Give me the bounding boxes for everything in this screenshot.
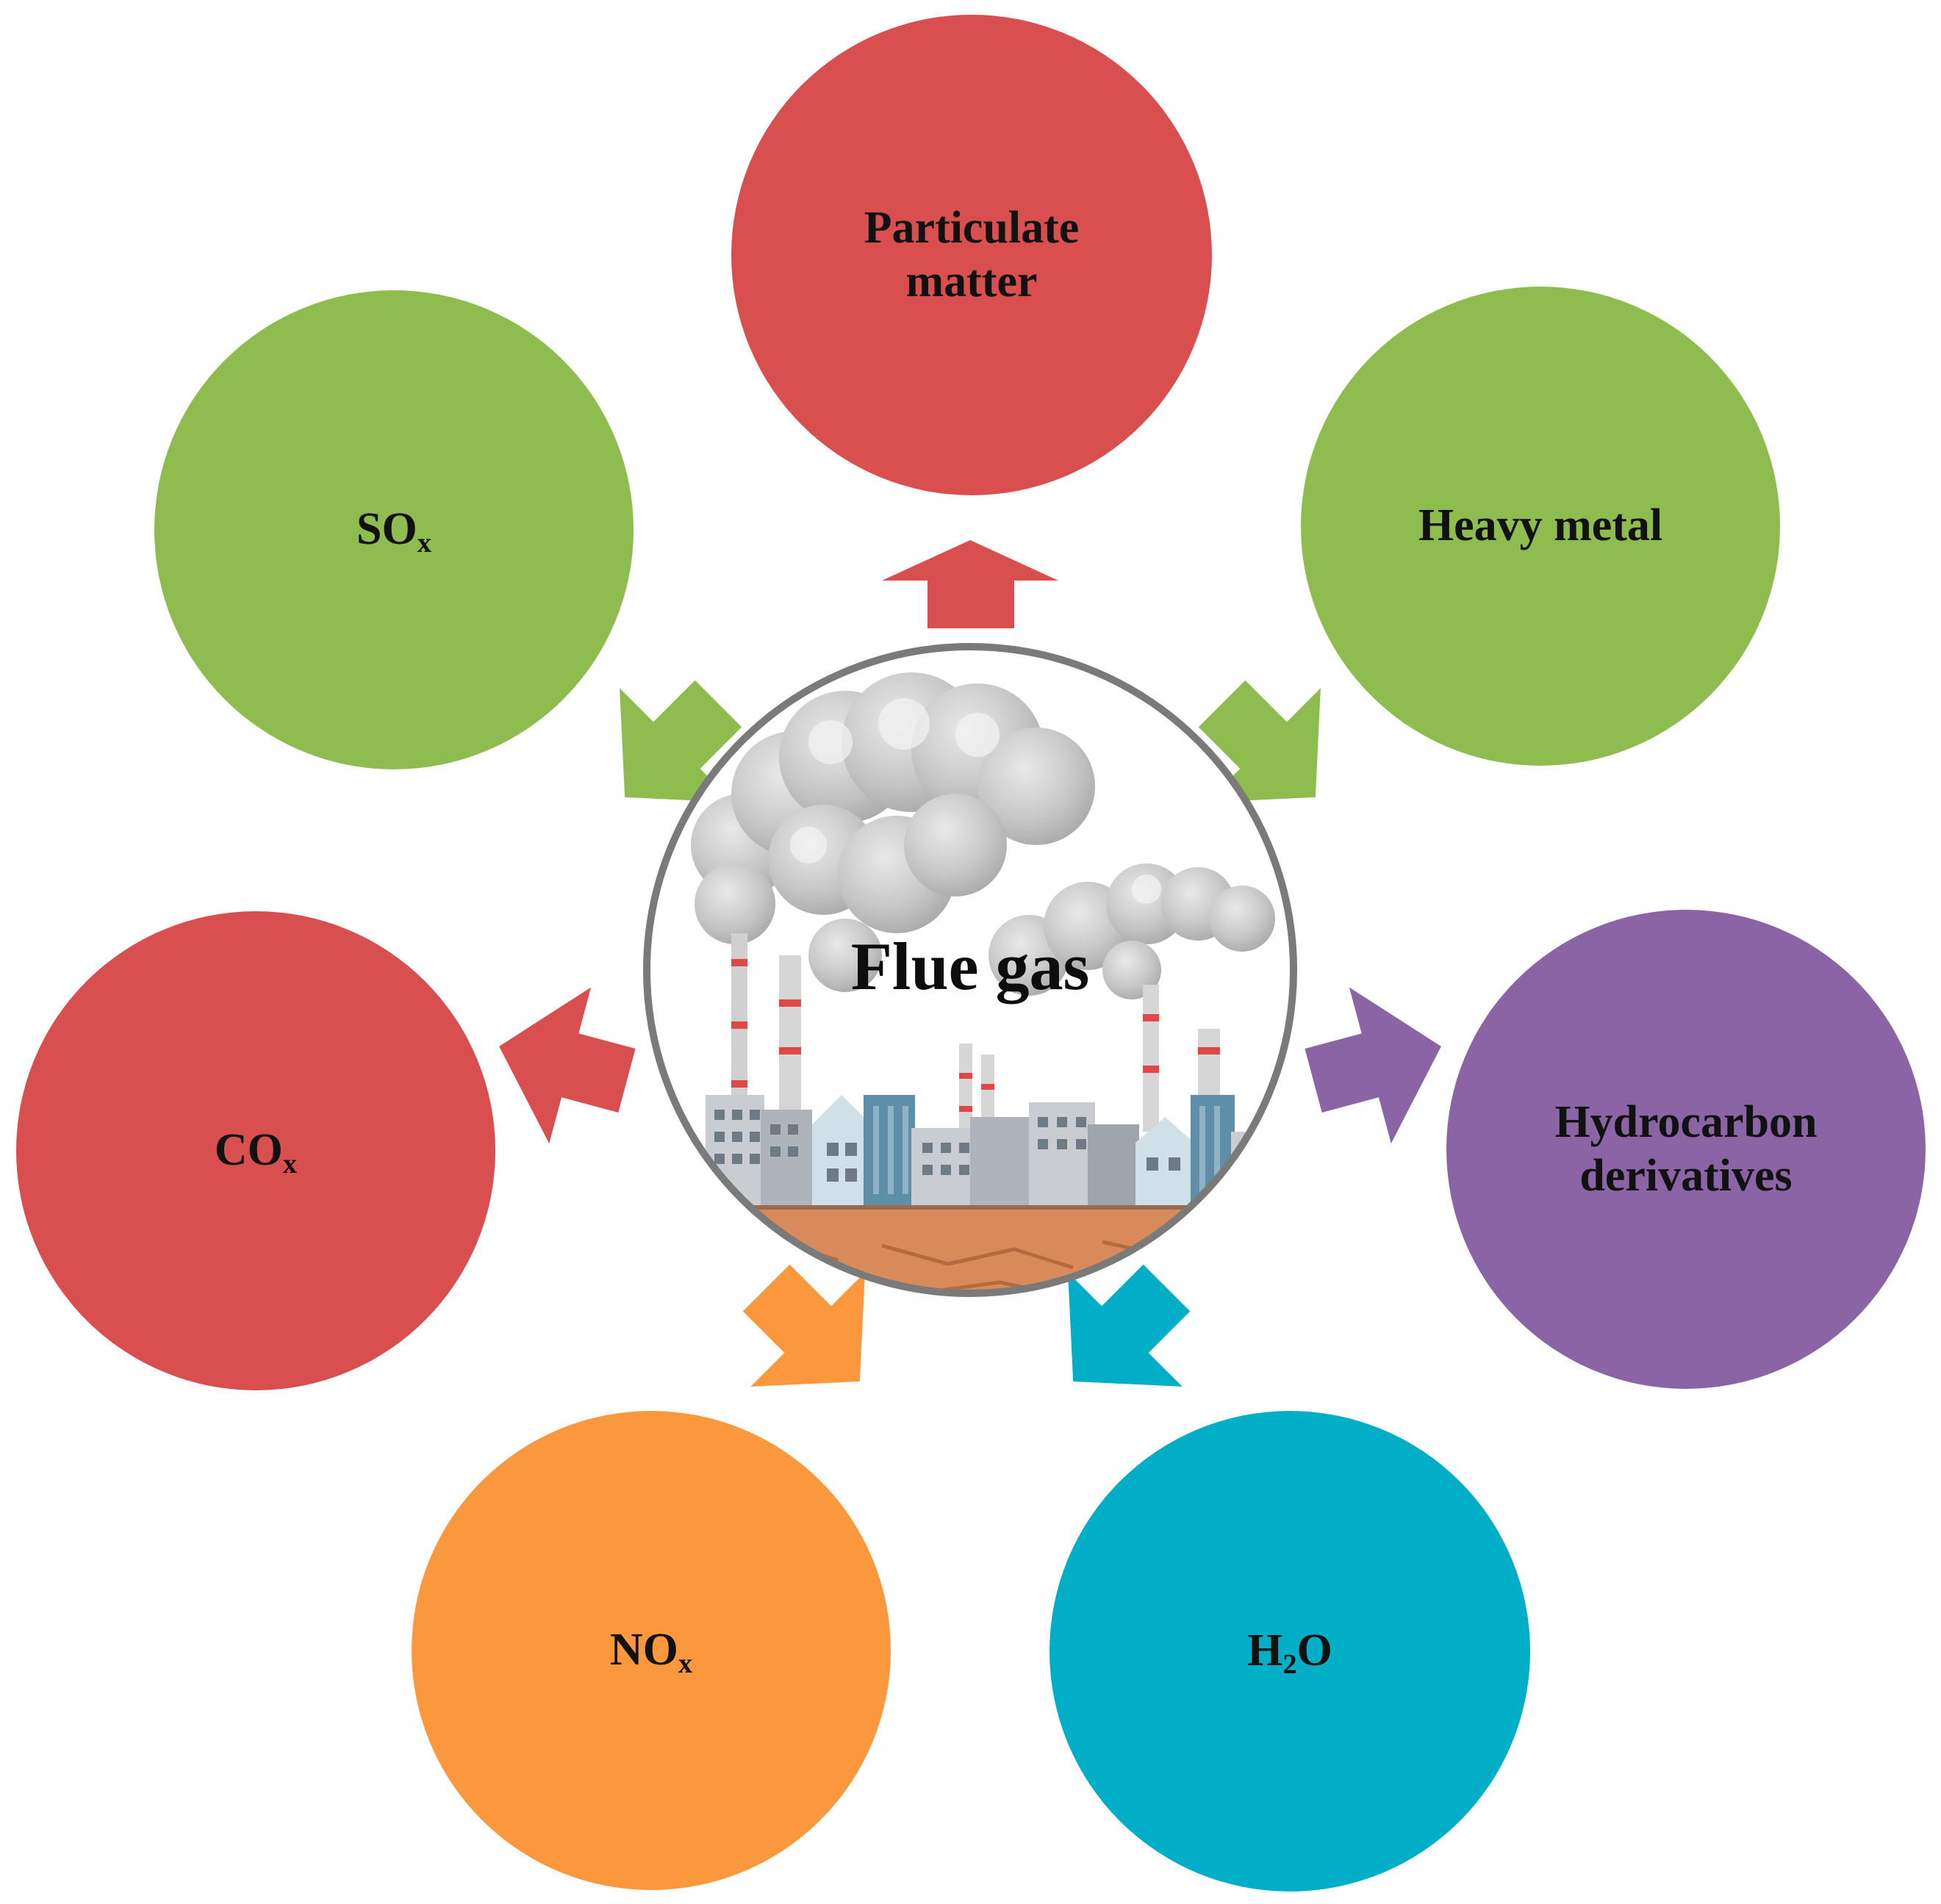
arrow-h2o [1068, 1264, 1191, 1387]
arrows [499, 540, 1441, 1387]
formula-subscript: x [678, 1648, 693, 1680]
formula-base: CO [214, 1125, 283, 1176]
node-label-line: matter [905, 256, 1038, 306]
node-label-line: Hydrocarbon [1554, 1096, 1818, 1147]
node-label: Heavy metal [1418, 499, 1662, 553]
node-heavy-metal: Heavy metal [1301, 287, 1780, 766]
arrow-cox [499, 987, 636, 1144]
node-label: SOx [356, 503, 431, 559]
formula-subscript: x [282, 1149, 298, 1180]
node-label-line: Heavy metal [1418, 500, 1663, 551]
arrow-particulate-matter [882, 540, 1058, 628]
formula-subscript: x [417, 528, 431, 559]
node-label: H2O [1247, 1624, 1332, 1678]
node-label: COx [214, 1124, 298, 1180]
formula-subscript: 2 [1282, 1649, 1297, 1681]
node-cox: COx [16, 911, 495, 1390]
formula-tail: O [1296, 1625, 1332, 1676]
formula-base: NO [609, 1625, 678, 1675]
node-nox: NOx [412, 1411, 891, 1890]
formula-base: H [1247, 1625, 1283, 1676]
formula-base: SO [356, 504, 417, 555]
factory-smokestacks-icon [643, 643, 1297, 1297]
node-label: Hydrocarbon derivatives [1554, 1096, 1817, 1203]
node-h2o: H2O [1050, 1411, 1530, 1892]
node-label: NOx [609, 1623, 693, 1680]
center-label: Flue gas [850, 929, 1090, 1004]
node-sox: SOx [154, 290, 634, 769]
node-label: Particulate matter [864, 201, 1080, 309]
arrow-nox [742, 1264, 865, 1387]
arrow-heavy-metal [1198, 680, 1321, 802]
arrow-sox [620, 680, 742, 802]
node-label-line: derivatives [1579, 1151, 1793, 1201]
node-hydrocarbon-derivatives: Hydrocarbon derivatives [1446, 910, 1926, 1389]
arrow-hydrocarbon-derivatives [1305, 987, 1441, 1144]
node-label-line: Particulate [864, 202, 1080, 253]
node-particulate-matter: Particulate matter [731, 15, 1212, 495]
